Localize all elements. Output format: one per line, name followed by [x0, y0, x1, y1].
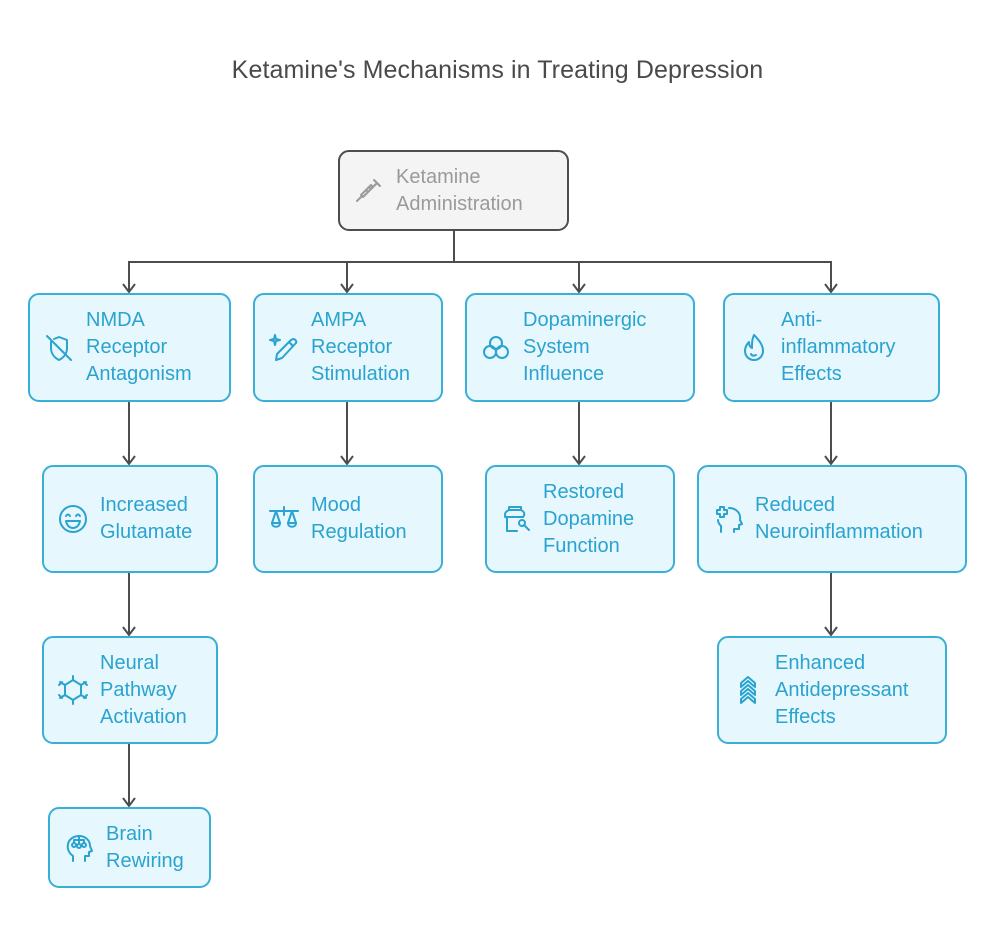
syringe-icon	[352, 174, 386, 208]
hexagon-network-icon	[56, 673, 90, 707]
node-ampa-receptor-stimulation[interactable]: AMPA Receptor Stimulation	[253, 293, 443, 402]
node-increased-glutamate[interactable]: Increased Glutamate	[42, 465, 218, 573]
node-label: Restored Dopamine Function	[543, 480, 635, 557]
node-label: Reduced Neuroinflammation	[755, 494, 923, 543]
node-label: AMPA Receptor Stimulation	[311, 309, 410, 385]
node-label: Mood Regulation	[311, 494, 407, 543]
node-label: Ketamine Administration	[396, 165, 523, 215]
node-restored-dopamine-function[interactable]: Restored Dopamine Function	[485, 465, 675, 573]
node-neural-pathway-activation[interactable]: Neural Pathway Activation	[42, 636, 218, 744]
node-brain-rewiring[interactable]: Brain Rewiring	[48, 807, 211, 888]
node-label: Increased Glutamate	[100, 494, 193, 543]
jar-spoon-icon	[499, 502, 533, 536]
node-mood-regulation[interactable]: Mood Regulation	[253, 465, 443, 573]
node-label: Enhanced Antidepressant Effects	[775, 651, 909, 728]
node-label: Neural Pathway Activation	[100, 651, 187, 728]
node-ketamine-administration[interactable]: Ketamine Administration	[338, 150, 569, 231]
head-plus-icon	[711, 502, 745, 536]
chevrons-up-icon	[731, 673, 765, 707]
flame-icon	[737, 331, 771, 365]
node-enhanced-antidepressant-effects[interactable]: Enhanced Antidepressant Effects	[717, 636, 947, 744]
node-nmda-receptor-antagonism[interactable]: NMDA Receptor Antagonism	[28, 293, 231, 402]
three-circles-icon	[479, 331, 513, 365]
laughing-face-icon	[56, 502, 90, 536]
node-label: Brain Rewiring	[106, 822, 184, 872]
node-label: Dopaminergic System Influence	[523, 309, 647, 385]
node-reduced-neuroinflammation[interactable]: Reduced Neuroinflammation	[697, 465, 967, 573]
scales-icon	[267, 502, 301, 536]
node-label: Anti- inflammatory Effects	[781, 309, 896, 385]
diagram-title: Ketamine's Mechanisms in Treating Depres…	[231, 56, 764, 84]
node-anti-inflammatory-effects[interactable]: Anti- inflammatory Effects	[723, 293, 940, 402]
node-label: NMDA Receptor Antagonism	[86, 309, 192, 385]
node-dopaminergic-system-influence[interactable]: Dopaminergic System Influence	[465, 293, 695, 402]
shield-off-icon	[42, 331, 76, 365]
head-circuit-icon	[62, 831, 96, 865]
sparkle-pencil-icon	[267, 331, 301, 365]
